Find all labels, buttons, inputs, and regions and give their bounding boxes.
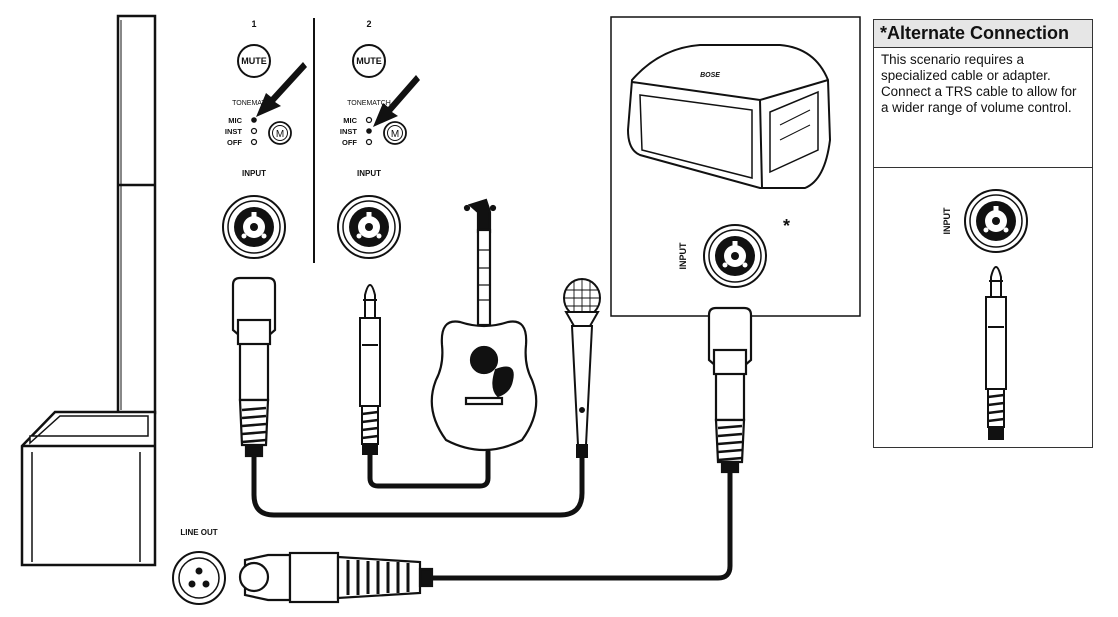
channel-2-mute-button[interactable] (352, 44, 386, 78)
powered-speaker (626, 44, 832, 189)
channel-1-number: 1 (251, 19, 256, 29)
cables (251, 449, 733, 581)
channel-1-input-jack[interactable] (222, 195, 286, 259)
channel-2-led-mic (365, 116, 373, 124)
mixer-panel: 1 MUTE TONEMATCH MIC INST OFF M INPUT 2 … (222, 18, 420, 263)
speaker-panel: BOSE INPUT * (610, 16, 861, 317)
channel-2-input-jack[interactable] (337, 195, 401, 259)
channel-2-mode-mic: MIC (343, 116, 357, 125)
channel-1-mode-mic: MIC (228, 116, 242, 125)
xlr-connector-icon (707, 306, 753, 474)
channel-2-mode-off: OFF (342, 138, 357, 147)
channel-1-led-off (250, 138, 258, 146)
speaker-input-jack[interactable] (703, 224, 767, 288)
channel-2-led-inst (366, 128, 372, 134)
channel-1-tonematch-label: TONEMATCH (232, 100, 276, 107)
channel-1-led-inst (250, 127, 258, 135)
arrow-icon (373, 75, 420, 127)
arrow-icon (256, 62, 307, 117)
trs-plug-icon (985, 266, 1007, 440)
channel-1-mode-off: OFF (227, 138, 242, 147)
alternate-connection-description: This scenario requires a specialized cab… (874, 48, 1092, 168)
combo-jack-icon (964, 189, 1028, 253)
channel-1-mode-inst: INST (225, 127, 243, 136)
channel-2-input-label: INPUT (357, 169, 381, 178)
channel-1-mute-button[interactable] (237, 44, 271, 78)
acoustic-guitar-icon (430, 198, 538, 452)
channel-1-led-mic (251, 117, 257, 123)
alternate-input-label: INPUT (942, 207, 952, 235)
channel-2-mode-inst: INST (340, 127, 358, 136)
line-out-jack[interactable] (172, 551, 226, 605)
channel-2: 2 MUTE TONEMATCH MIC INST OFF M INPUT (337, 19, 420, 259)
microphone-icon (563, 278, 601, 458)
alternate-note-marker: * (783, 216, 790, 236)
line-out-label: LINE OUT (180, 528, 217, 537)
speaker-brand-logo: BOSE (700, 72, 720, 79)
channel-1-input-label: INPUT (242, 169, 266, 178)
channel-2-led-off (365, 138, 373, 146)
speaker-input-label: INPUT (678, 242, 688, 270)
alternate-connection-panel: *Alternate Connection This scenario requ… (873, 19, 1093, 448)
channel-2-tonematch-label: TONEMATCH (347, 100, 391, 107)
column-speaker (20, 14, 157, 567)
channel-1: 1 MUTE TONEMATCH MIC INST OFF M INPUT (222, 19, 307, 259)
trs-plug-icon (359, 284, 381, 455)
xlr-connector-icon (238, 551, 434, 604)
channel-1-mute-label: MUTE (241, 56, 267, 66)
channel-2-number: 2 (366, 19, 371, 29)
line-out-section: LINE OUT (172, 528, 434, 605)
channel-2-tonematch-glyph: M (391, 129, 399, 140)
alternate-connection-illustration: INPUT (942, 189, 1028, 440)
channel-2-mute-label: MUTE (356, 56, 382, 66)
channel-1-tonematch-glyph: M (276, 129, 284, 140)
xlr-connector-icon (231, 276, 277, 458)
alternate-connection-title: *Alternate Connection (874, 20, 1092, 48)
